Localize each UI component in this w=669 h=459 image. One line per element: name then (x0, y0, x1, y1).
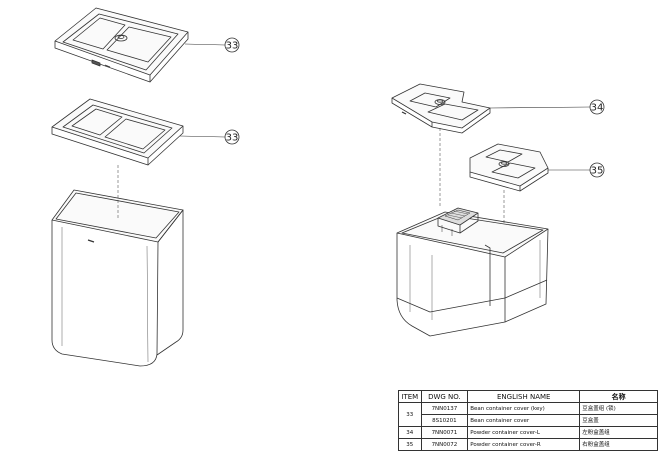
powder-container-body-part (396, 207, 549, 337)
callout-33-mid: 33 (224, 129, 240, 145)
row-item: 35 (398, 438, 422, 451)
header-item: ITEM (398, 390, 422, 403)
callout-33-top: 33 (224, 37, 240, 53)
table-row: 33 7NN0137 Bean container cover (key) 豆盒… (398, 402, 658, 427)
bean-container-cover-part (51, 98, 184, 166)
row-english-name: Bean container cover (key) (467, 402, 581, 415)
row-dwg-no: 7NN0137 (420, 402, 469, 415)
callout-33-top-label: 33 (226, 41, 239, 52)
parts-list-table: ITEM DWG NO. ENGLISH NAME 名称 33 7NN0137 … (398, 390, 658, 451)
callout-35: 35 (589, 162, 605, 178)
table-header-row: ITEM DWG NO. ENGLISH NAME 名称 (398, 390, 658, 403)
row-english-name: Bean container cover (467, 414, 581, 427)
row-english-name: Powder container cover-R (467, 438, 581, 451)
header-chinese-name: 名称 (579, 390, 658, 403)
row-chinese-name: 右粉盒盖组 (579, 438, 658, 451)
header-dwg-no: DWG NO. (420, 390, 469, 403)
powder-container-cover-left-part (391, 83, 491, 134)
row-item: 33 (398, 402, 422, 427)
row-chinese-name: 左粉盒盖组 (579, 426, 658, 439)
row-dwg-no: 7NN0072 (420, 438, 469, 451)
callout-34-label: 34 (591, 103, 604, 114)
table-row: 35 7NN0072 Powder container cover-R 右粉盒盖… (398, 438, 658, 451)
bean-container-cover-key-part (54, 7, 189, 83)
leader-line-33-top (184, 43, 226, 46)
callout-35-label: 35 (591, 166, 604, 177)
row-chinese-name: 豆盒盖 (579, 414, 658, 427)
callout-34: 34 (589, 99, 605, 115)
bean-container-body-part (51, 189, 184, 367)
row-item: 34 (398, 426, 422, 439)
row-dwg-no: 8S10201 (420, 414, 469, 427)
table-row: 8S10201 Bean container cover 豆盒盖 (399, 414, 658, 427)
row-english-name: Powder container cover-L (467, 426, 581, 439)
leader-line-34 (489, 106, 591, 109)
leader-line-33-mid (179, 135, 226, 138)
row-chinese-name: 豆盒盖组 (锁) (579, 402, 658, 415)
callout-33-mid-label: 33 (226, 133, 239, 144)
header-english-name: ENGLISH NAME (467, 390, 581, 403)
table-row: 34 7NN0071 Powder container cover-L 左粉盒盖… (398, 426, 658, 439)
powder-container-cover-right-part (469, 143, 549, 192)
row-dwg-no: 7NN0071 (420, 426, 469, 439)
